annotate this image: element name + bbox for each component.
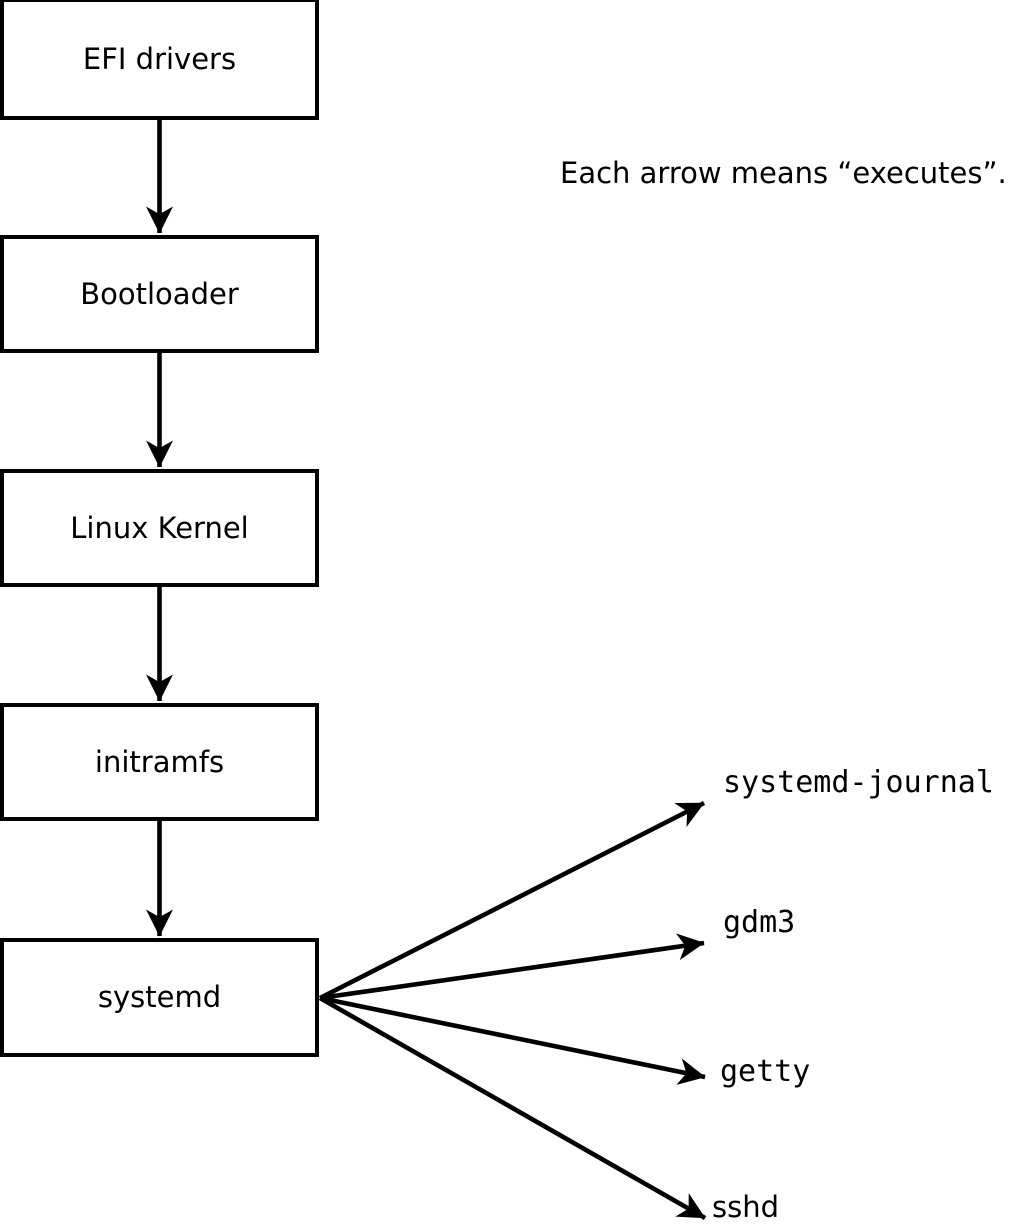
node-linux-kernel: Linux Kernel	[0, 469, 319, 587]
node-initramfs-label: initramfs	[94, 744, 225, 779]
edge-systemd-to-sshd-arrow	[318, 996, 707, 1220]
edge-systemd-to-journal-arrow	[318, 800, 706, 1001]
node-systemd: systemd	[0, 938, 319, 1057]
node-efi-drivers: EFI drivers	[0, 0, 319, 120]
edge-systemd-to-getty-arrow	[319, 995, 706, 1085]
node-systemd-label: systemd	[97, 980, 222, 1014]
proc-label-gdm3: gdm3	[723, 905, 796, 940]
proc-label-sshd: sshd	[712, 1190, 780, 1224]
edge-systemd-to-gdm3-arrow	[319, 933, 705, 1001]
node-bootloader-label: Bootloader	[80, 276, 239, 311]
node-bootloader: Bootloader	[0, 235, 319, 353]
legend-note: Each arrow means “executes”.	[560, 156, 1007, 190]
node-initramfs: initramfs	[0, 703, 319, 821]
proc-label-systemd-journal: systemd-journal	[723, 765, 994, 800]
node-efi-drivers-label: EFI drivers	[82, 41, 237, 76]
proc-label-getty: getty	[720, 1054, 811, 1089]
node-linux-kernel-label: Linux Kernel	[70, 510, 249, 545]
